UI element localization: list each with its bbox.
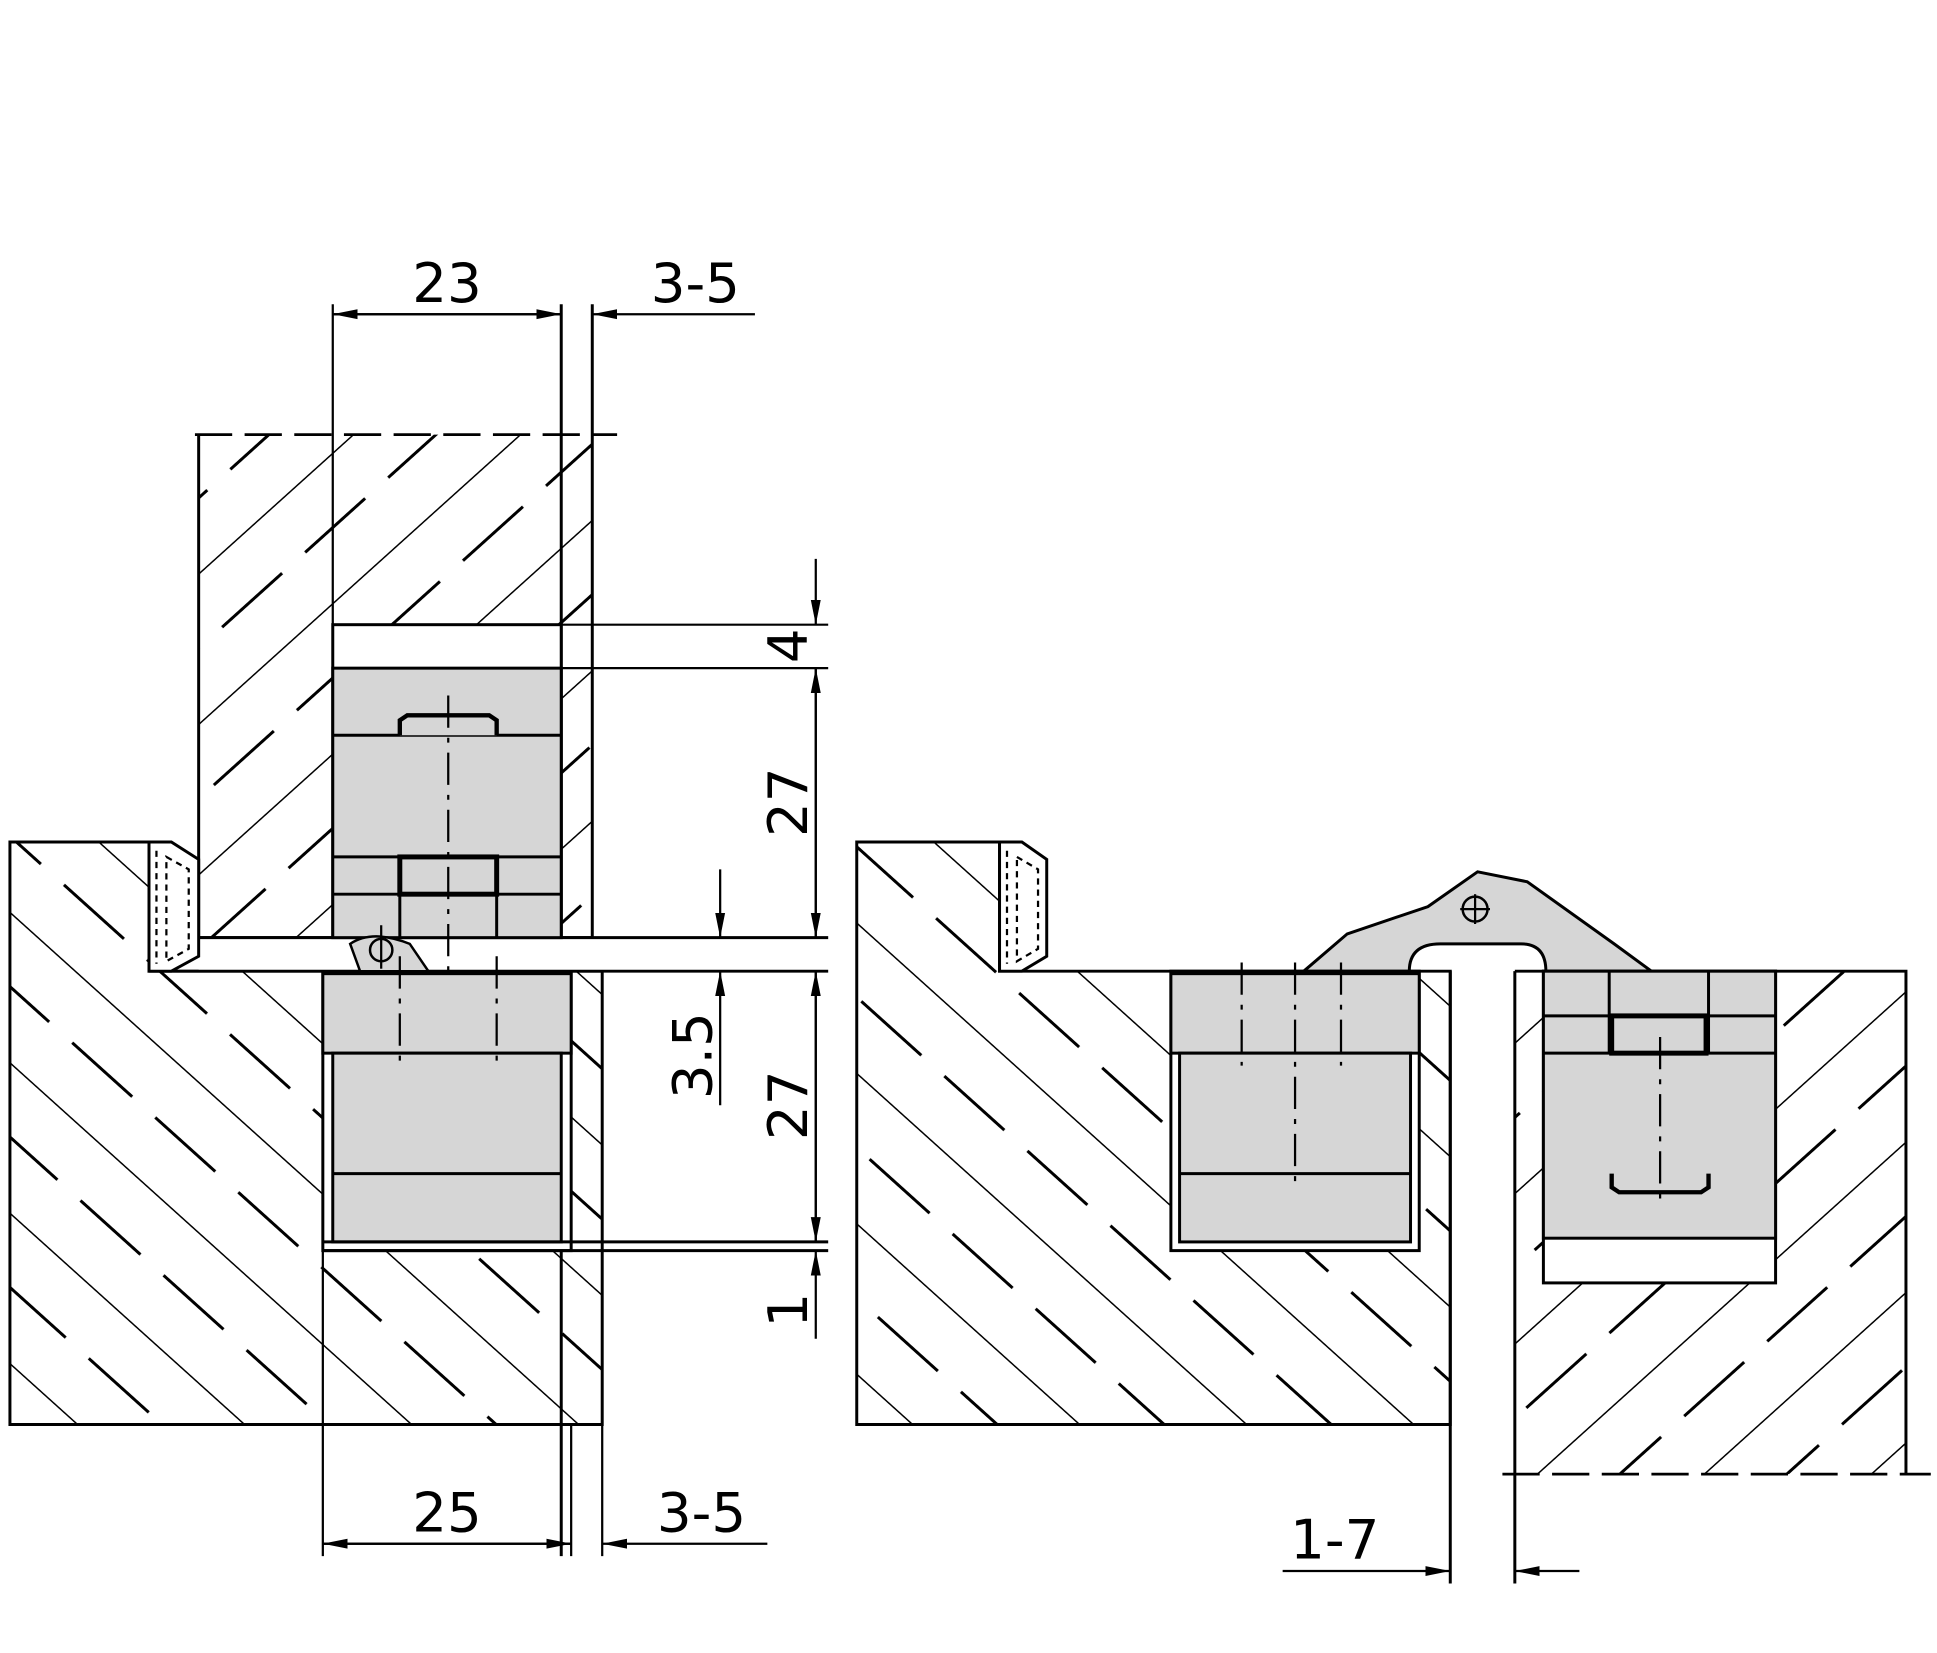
dim-3-5-top: 3-5 xyxy=(651,251,740,315)
hinge-frame-part xyxy=(321,956,573,1244)
left-view: 23 3-5 4 27 3.5 27 1 25 3-5 xyxy=(8,251,829,1557)
dim-23: 23 xyxy=(412,251,482,315)
dim-1: 1 xyxy=(756,1293,820,1328)
hinge-door-part-right xyxy=(1541,969,1778,1285)
right-view: 1-7 xyxy=(855,840,1931,1584)
dim-27-frame: 27 xyxy=(756,1071,820,1141)
dim-3-5-bottom: 3-5 xyxy=(657,1480,746,1544)
gasket xyxy=(147,840,201,973)
hinge-frame-part-right xyxy=(1169,962,1421,1253)
dim-1-7: 1-7 xyxy=(1290,1508,1379,1572)
dim-4: 4 xyxy=(756,628,820,663)
dim-25: 25 xyxy=(412,1480,482,1544)
gasket-right xyxy=(998,840,1049,973)
dim-27-door: 27 xyxy=(756,768,820,838)
dim-3-5: 3.5 xyxy=(660,1012,724,1099)
